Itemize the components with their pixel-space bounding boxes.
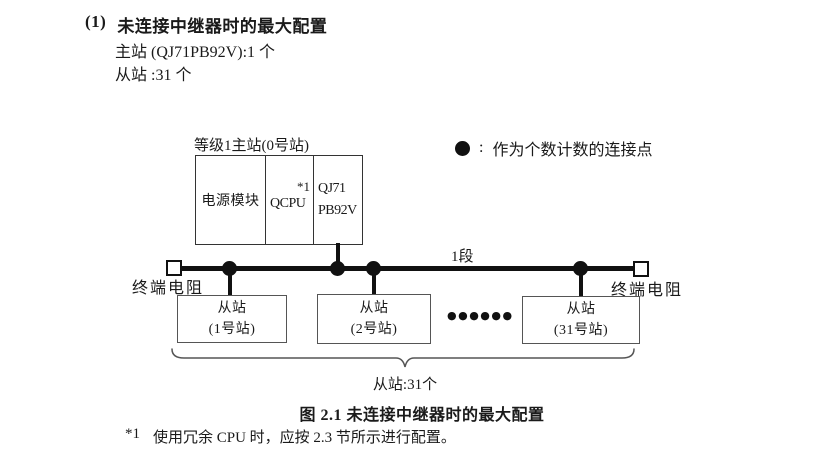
network-module-name-line1: QJ71: [318, 181, 346, 197]
connection-point-dot: [222, 261, 237, 276]
slave-box-line2: (31号站): [553, 323, 609, 338]
footnote: *1 使用冗余 CPU 时，应按 2.3 节所示进行配置。: [125, 426, 456, 447]
slave3-drop-line: [579, 269, 583, 297]
slave-box-line2: (1号站): [208, 322, 256, 337]
segment-label: 1段: [451, 249, 474, 265]
slave-box-line2: (2号站): [350, 322, 398, 337]
master-count-line: 主站 (QJ71PB92V):1 个: [115, 44, 276, 61]
legend-text: 作为个数计数的连接点: [492, 142, 653, 159]
terminator-right-label: 终端电阻: [611, 282, 684, 299]
heading-title: 未连接中继器时的最大配置: [117, 17, 328, 36]
legend: : 作为个数计数的连接点: [455, 136, 652, 160]
qcpu-label: QCPU: [270, 196, 306, 211]
footnote-marker: *1: [125, 426, 140, 442]
legend-separator: :: [479, 139, 484, 156]
terminator-left-label: 终端电阻: [132, 280, 205, 297]
page-heading: (1) 未连接中继器时的最大配置: [85, 12, 327, 37]
connection-point-dot: [330, 261, 345, 276]
slave-station-box-2: 从站 (2号站): [317, 294, 431, 344]
slave-box-line1: 从站: [566, 302, 596, 317]
ellipsis-dots-icon: ●●●●●●: [447, 309, 514, 322]
qcpu-cell: *1 QCPU: [266, 156, 314, 244]
slave-count-line: 从站 :31 个: [115, 67, 192, 84]
slave-box-line1: 从站: [359, 301, 389, 316]
slave-box-line1: 从站: [217, 301, 247, 316]
underbrace: [171, 348, 635, 368]
terminator-right-icon: [633, 261, 649, 277]
figure-caption: 图 2.1 未连接中继器时的最大配置: [299, 407, 545, 424]
network-module-name-line2: PB92V: [318, 203, 357, 218]
slave-station-box-1: 从站 (1号站): [177, 295, 287, 343]
slave-station-box-3: 从站 (31号站): [522, 296, 640, 344]
master-station-label: 等级1主站(0号站): [194, 138, 309, 154]
power-module-cell: 电源模块: [196, 156, 266, 244]
footnote-text: 使用冗余 CPU 时，应按 2.3 节所示进行配置。: [153, 430, 456, 446]
slave2-drop-line: [372, 269, 376, 295]
footnote-reference: *1: [297, 179, 310, 194]
master-station-box: 电源模块 *1 QCPU QJ71 PB92V: [195, 155, 363, 245]
connection-point-icon: [455, 140, 470, 156]
brace-label: 从站:31个: [372, 377, 438, 393]
terminator-left-icon: [166, 260, 182, 276]
qj71pb92v-cell: QJ71 PB92V: [314, 156, 362, 244]
heading-number: (1): [85, 12, 107, 31]
master-drop-line: [336, 243, 340, 268]
slave1-drop-line: [228, 269, 232, 296]
connection-point-dot: [366, 261, 381, 276]
bus-line: [182, 266, 635, 271]
connection-point-dot: [573, 261, 588, 276]
